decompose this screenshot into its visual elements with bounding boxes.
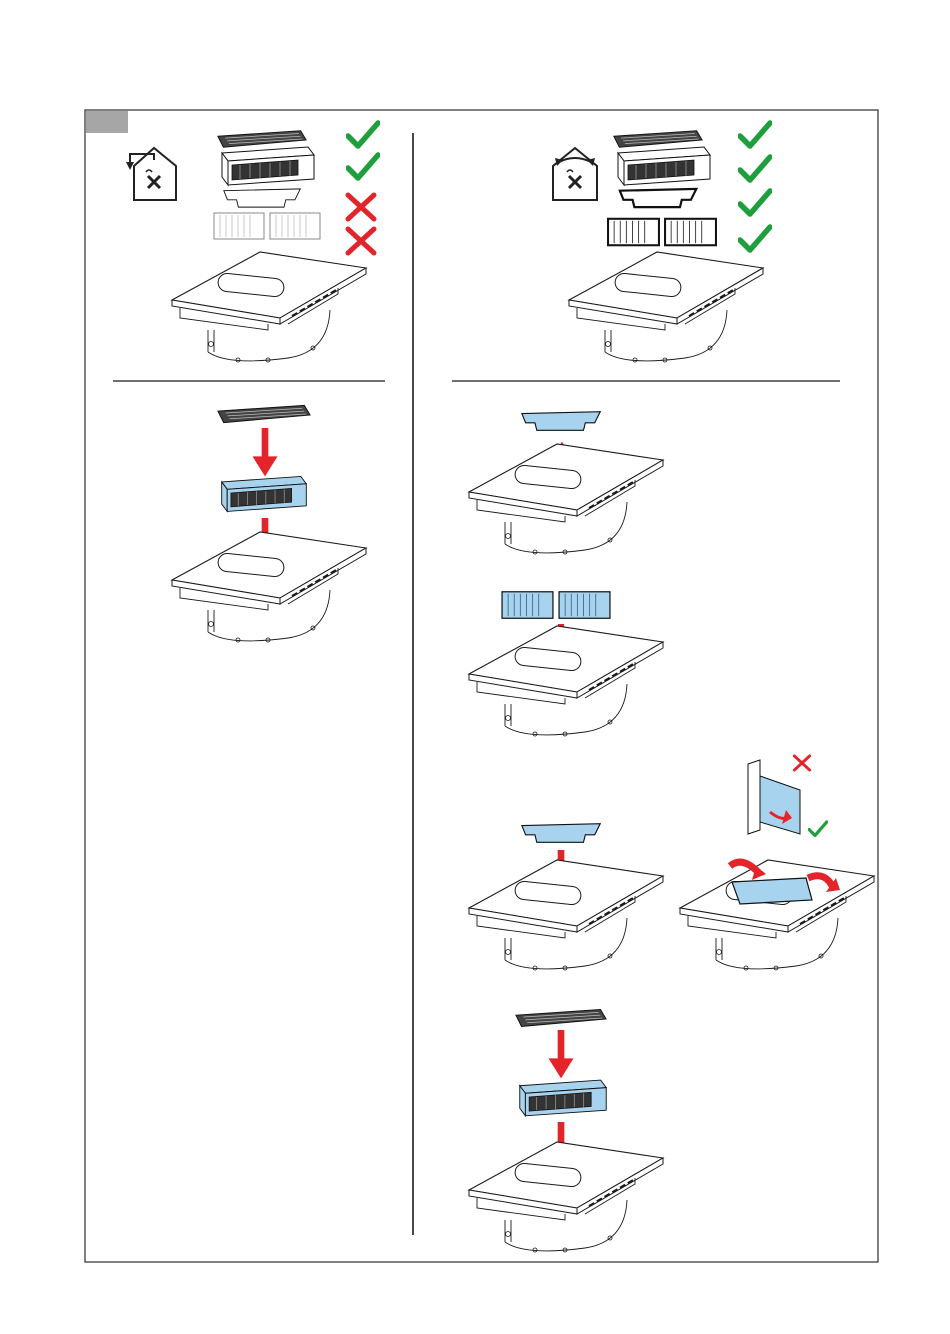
frame-lock-detail	[680, 860, 874, 970]
check-icon	[348, 155, 378, 178]
grease-filter-part	[520, 1080, 606, 1116]
filter-frame-part	[522, 824, 600, 843]
check-icon	[740, 157, 770, 180]
check-icon	[348, 123, 378, 146]
frame-orientation-detail	[748, 756, 827, 836]
check-icon	[740, 191, 770, 214]
step-badge	[86, 111, 128, 133]
odour-filters-part	[502, 592, 610, 618]
cross-icon	[794, 756, 809, 770]
hob-diagram	[469, 626, 663, 736]
hob-diagram	[469, 444, 663, 554]
hob-diagram	[469, 1142, 663, 1252]
recirculation-house-icon	[553, 148, 597, 200]
grille-part	[516, 1010, 606, 1027]
hob-diagram	[469, 860, 663, 970]
filter-frame-part	[522, 412, 600, 431]
hob-diagram	[680, 860, 874, 970]
hob-diagram	[569, 252, 763, 362]
filter-frame-part	[224, 189, 301, 207]
exhaust-installation-steps	[172, 405, 366, 642]
exhaust-mode-overview	[126, 123, 378, 362]
grille-part	[218, 405, 310, 422]
arrow-down-icon	[253, 428, 278, 476]
recirculation-mode-overview	[553, 123, 770, 362]
odour-filters-part	[214, 213, 320, 239]
grease-filter-part	[222, 147, 314, 185]
cross-icon	[348, 195, 374, 219]
rotate-arrow-icon	[730, 862, 758, 872]
cross-icon	[348, 229, 374, 253]
grease-filter-part	[618, 147, 710, 185]
check-icon	[740, 123, 770, 146]
hob-diagram	[172, 252, 366, 362]
recirculation-installation-steps	[469, 412, 874, 1252]
grille-part	[614, 131, 702, 148]
check-icon	[809, 822, 827, 836]
odour-filters-part	[608, 219, 716, 245]
hob-diagram	[172, 532, 366, 642]
grease-filter-part	[222, 476, 307, 511]
grille-part	[218, 131, 306, 148]
exhaust-house-icon	[126, 148, 176, 200]
filter-frame-part	[620, 189, 697, 207]
check-icon	[740, 227, 770, 250]
arrow-down-icon	[549, 1030, 574, 1078]
